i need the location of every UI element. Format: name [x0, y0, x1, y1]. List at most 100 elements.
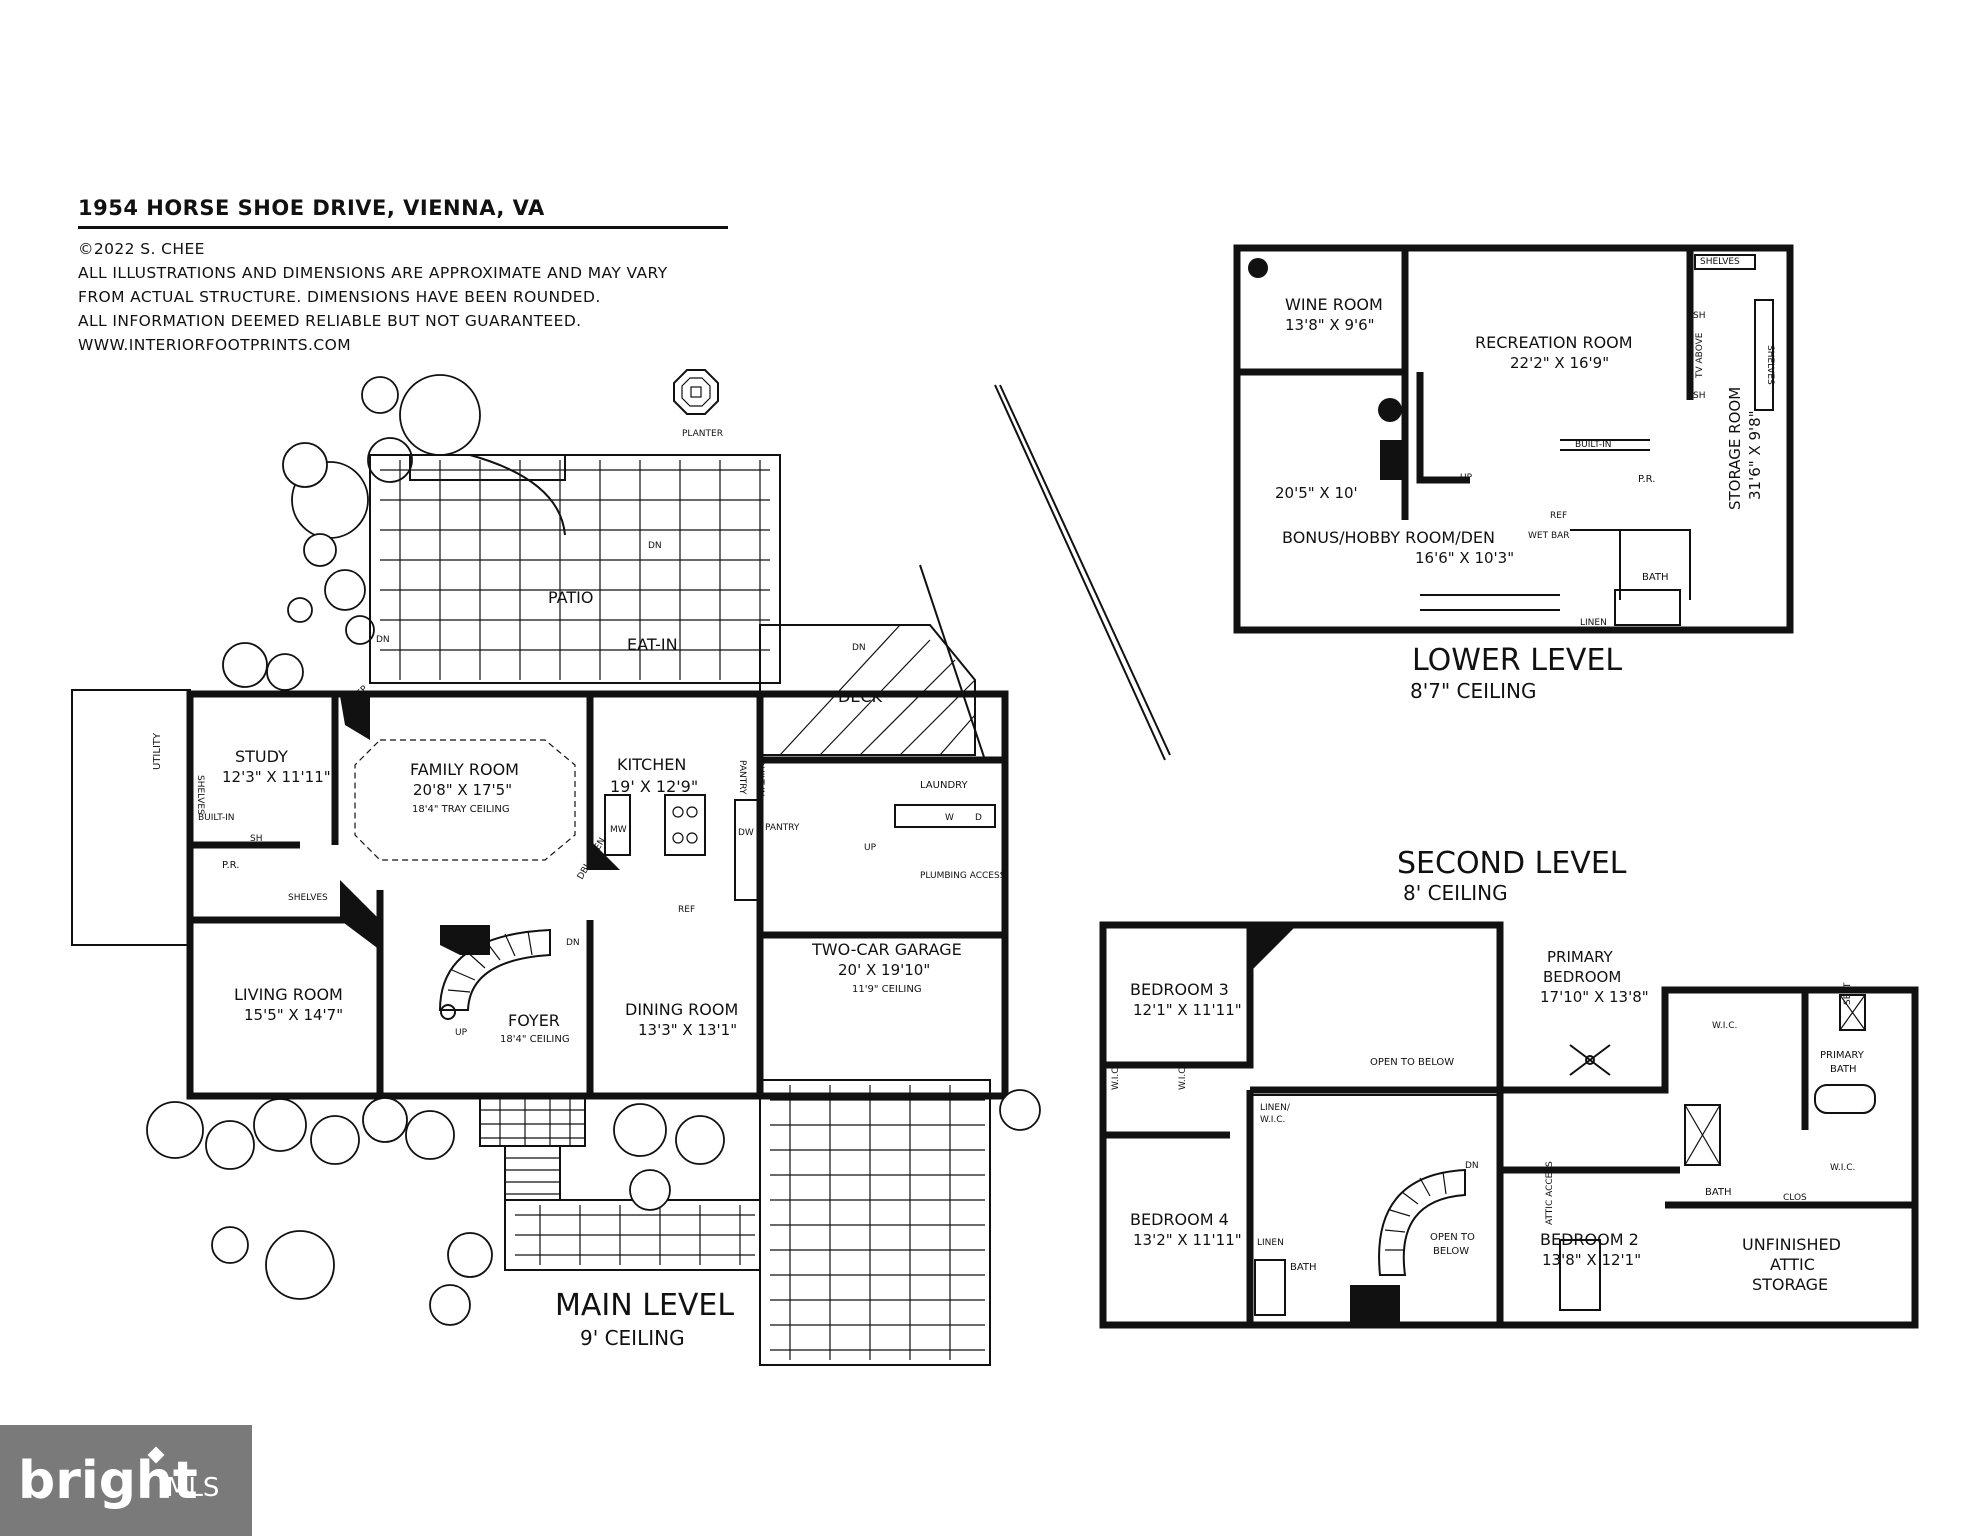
laundry-label: LAUNDRY	[920, 780, 968, 791]
dining-room-dim: 13'3" X 13'1"	[638, 1021, 737, 1039]
stove-icon	[1378, 398, 1402, 422]
wine-rack-icon	[1248, 258, 1268, 278]
second-bath-label-2: BATH	[1705, 1187, 1732, 1198]
mw-label: MW	[610, 825, 627, 835]
garage-note: 11'9" CEILING	[852, 984, 922, 995]
open-to-below-label: OPEN TO BELOW	[1370, 1057, 1454, 1068]
lower-shelves-label: SHELVES	[1700, 257, 1740, 267]
attic-line-3: STORAGE	[1752, 1275, 1828, 1294]
pr-shelves-label: SHELVES	[288, 893, 328, 903]
patio-area	[369, 454, 781, 684]
utility-label: UTILITY	[152, 732, 163, 770]
lower-level-ceiling: 8'7" CEILING	[1410, 679, 1537, 703]
second-linen-label: LINEN	[1257, 1238, 1284, 1248]
attic-line-2: ATTIC	[1770, 1255, 1815, 1274]
plumbing-access-label: PLUMBING ACCESS	[920, 871, 1006, 881]
kitchen-counter	[604, 794, 631, 856]
lower-built-in-label: BUILT-IN	[1575, 440, 1612, 450]
pr-label: P.R.	[222, 860, 239, 871]
shower-icon	[1684, 1104, 1721, 1166]
family-room-name: FAMILY ROOM	[410, 760, 519, 779]
lower-level-plan: WINE ROOM 13'8" X 9'6" RECREATION ROOM 2…	[1233, 244, 1794, 703]
dining-room-name: DINING ROOM	[625, 1000, 738, 1019]
patio-dn-label: DN	[648, 541, 662, 551]
pantry-label-1: PANTRY	[737, 760, 747, 795]
second-stair-block	[1350, 1285, 1400, 1325]
sh-label-2: SH	[1693, 391, 1705, 401]
tv-above-label: TV ABOVE	[1695, 332, 1705, 379]
lower-shelves-side	[1754, 299, 1774, 411]
primary-bedroom-name-2: BEDROOM	[1543, 968, 1621, 986]
foyer-name: FOYER	[508, 1011, 560, 1030]
bedroom-4-dim: 13'2" X 11'11"	[1133, 1231, 1242, 1249]
eat-in-label: EAT-IN	[627, 635, 678, 654]
main-level-plan: PLANTER PATIO DN DN DECK	[71, 369, 1171, 1366]
planter-icon	[673, 369, 719, 415]
second-level-title: SECOND LEVEL	[1397, 846, 1627, 881]
stair-dn-label: DN	[566, 938, 580, 948]
disclaimer-line-1: ALL ILLUSTRATIONS AND DIMENSIONS ARE APP…	[78, 264, 668, 282]
family-room-dim: 20'8" X 17'5"	[413, 781, 512, 799]
garage-up-label: UP	[864, 843, 877, 853]
storage-room-name: STORAGE ROOM	[1726, 387, 1744, 510]
kitchen-dim: 19' X 12'9"	[610, 777, 698, 796]
front-entry-steps	[479, 1095, 586, 1201]
study-sh: SH	[250, 834, 262, 844]
tray-ceiling-outline	[354, 739, 576, 861]
second-wic-label-right: W.I.C.	[1830, 1163, 1855, 1173]
second-wall-block	[1252, 927, 1295, 970]
recreation-room-dim: 22'2" X 16'9"	[1510, 354, 1609, 372]
lower-bath-label: BATH	[1642, 572, 1669, 583]
second-bath-tub	[1559, 1239, 1601, 1311]
open-to-below-2a: OPEN TO	[1430, 1232, 1475, 1243]
planter-label: PLANTER	[682, 429, 723, 439]
main-level-walls	[186, 690, 1009, 1100]
pantry-label-2: PANTRY	[765, 823, 800, 833]
primary-bath-name-1: PRIMARY	[1820, 1050, 1865, 1061]
second-bath-label: BATH	[1290, 1262, 1317, 1273]
bedroom-3-dim: 12'1" X 11'11"	[1133, 1001, 1242, 1019]
bonus-room-name: BONUS/HOBBY ROOM/DEN	[1282, 528, 1495, 547]
stair-wall	[440, 925, 490, 955]
foyer-note: 18'4" CEILING	[500, 1034, 570, 1045]
primary-bedroom-dim: 17'10" X 13'8"	[1540, 988, 1649, 1006]
logo-suffix: MLS	[166, 1473, 220, 1503]
living-room-dim: 15'5" X 14'7"	[244, 1006, 343, 1024]
built-in-label: BUILT-IN	[755, 760, 765, 797]
primary-bath-name-2: BATH	[1830, 1064, 1857, 1075]
wall-block	[340, 880, 380, 950]
second-level-ceiling: 8' CEILING	[1403, 881, 1508, 905]
bedroom-2-dim: 13'8" X 12'1"	[1542, 1251, 1641, 1269]
gas-fireplace	[340, 696, 370, 740]
header-block: 1954 HORSE SHOE DRIVE, VIENNA, VA ©2022 …	[78, 196, 728, 357]
attic-access-label: ATTIC ACCESS	[1545, 1161, 1555, 1225]
lower-shelves-side-label: SHELVES	[1765, 345, 1775, 385]
lower-shelves-top	[1694, 254, 1756, 270]
front-shrubs-icon	[146, 642, 1041, 1326]
wic-label-left: W.I.C.	[1111, 1065, 1121, 1090]
garage-name: TWO-CAR GARAGE	[811, 940, 962, 959]
stair-up-label: UP	[455, 1028, 468, 1038]
bright-mls-logo: bright MLS	[0, 1425, 252, 1536]
bedroom-3-name: BEDROOM 3	[1130, 980, 1229, 999]
second-spiral-stair	[1378, 1168, 1466, 1276]
wine-room-dim: 13'8" X 9'6"	[1285, 316, 1375, 334]
primary-tub-icon	[1814, 1084, 1876, 1114]
disclaimer-line-2: FROM ACTUAL STRUCTURE. DIMENSIONS HAVE B…	[78, 288, 601, 306]
open-to-below-2b: BELOW	[1433, 1246, 1469, 1257]
living-room-name: LIVING ROOM	[234, 985, 343, 1004]
garage-dim: 20' X 19'10"	[838, 961, 930, 979]
recreation-room-name: RECREATION ROOM	[1475, 333, 1633, 352]
primary-wic-label: W.I.C.	[1712, 1021, 1737, 1031]
lower-tub	[1614, 589, 1681, 626]
kitchen-island	[664, 794, 706, 856]
linen-wic-label-2: W.I.C.	[1260, 1115, 1285, 1125]
bonus-room-dim: 16'6" X 10'3"	[1415, 549, 1514, 567]
tree-cluster-icon	[282, 374, 481, 645]
copyright-line: ©2022 S. CHEE	[78, 240, 205, 258]
lower-window-seat	[1420, 594, 1560, 611]
logo-brand: bright	[18, 1451, 198, 1511]
wic-label-mid: W.I.C.	[1178, 1065, 1188, 1090]
lower-pr-label: P.R.	[1638, 474, 1655, 485]
